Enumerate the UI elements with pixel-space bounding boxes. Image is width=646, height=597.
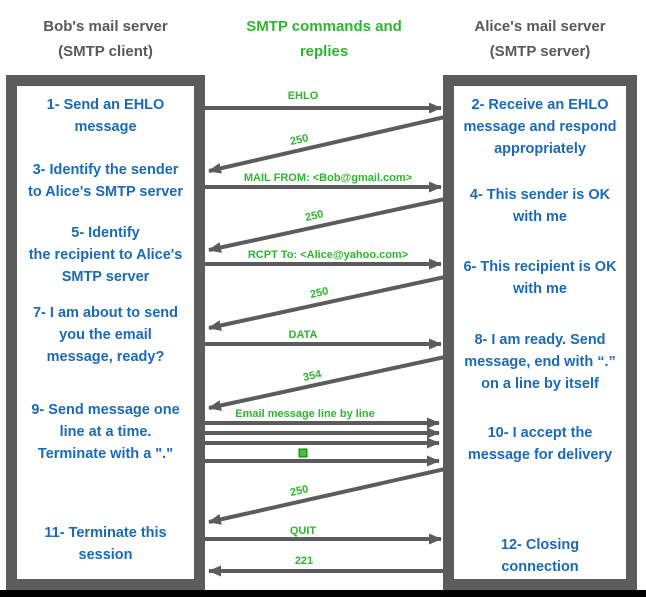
server-step-12: 12- Closing connection xyxy=(500,537,580,575)
client-step-1: 1- Send an EHLO message xyxy=(46,97,165,135)
label-reply-250-mail: 250 xyxy=(304,208,325,224)
middle-header: SMTP commands and replies xyxy=(246,18,402,60)
client-box: 1- Send an EHLO message 3- Identify the … xyxy=(6,75,205,590)
server-step-8: 8- I am ready. Send message, end with “.… xyxy=(464,332,616,392)
label-email-line-1: Email message line by line xyxy=(235,408,374,420)
server-step-4: 4- This sender is OK with me xyxy=(469,187,611,225)
message-terminator-dot xyxy=(298,448,308,458)
server-step-2: 2- Receive an EHLO message and respond a… xyxy=(463,97,617,157)
server-box: 2- Receive an EHLO message and respond a… xyxy=(443,75,637,590)
client-step-3: 3- Identify the sender to Alice's SMTP s… xyxy=(28,162,183,200)
label-rcpt-to: RCPT To: <Alice@yahoo.com> xyxy=(248,249,408,261)
server-header: Alice's mail server (SMTP server) xyxy=(474,18,606,60)
bottom-bar xyxy=(0,590,646,597)
server-step-10: 10- I accept the message for delivery xyxy=(467,425,613,463)
arrow-reply-250-mail xyxy=(208,197,446,253)
client-step-11: 11- Terminate this session xyxy=(44,525,167,563)
label-reply-354: 354 xyxy=(302,368,323,384)
label-reply-250-rcpt: 250 xyxy=(309,285,330,301)
arrow-reply-250-message xyxy=(208,467,446,525)
label-ehlo: EHLO xyxy=(288,90,319,102)
client-step-5: 5- Identify the recipient to Alice's SMT… xyxy=(28,225,183,285)
label-reply-250-message: 250 xyxy=(289,483,310,499)
client-step-9: 9- Send message one line at a time. Term… xyxy=(31,402,180,462)
client-step-7: 7- I am about to send you the email mess… xyxy=(32,305,178,365)
arrow-reply-354 xyxy=(208,355,446,411)
server-step-6: 6- This recipient is OK with me xyxy=(463,259,617,297)
label-mail-from: MAIL FROM: <Bob@gmail.com> xyxy=(244,172,412,184)
arrow-reply-250-rcpt xyxy=(208,275,446,331)
arrow-reply-250-ehlo xyxy=(208,115,446,174)
label-quit: QUIT xyxy=(290,525,317,537)
label-reply-250-ehlo: 250 xyxy=(289,132,310,148)
label-reply-221: 221 xyxy=(295,555,313,567)
client-header: Bob's mail server (SMTP client) xyxy=(43,18,168,60)
label-data: DATA xyxy=(289,329,318,341)
